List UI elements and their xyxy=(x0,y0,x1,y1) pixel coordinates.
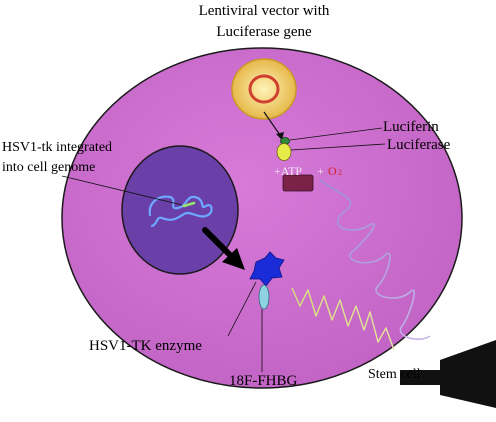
luciferin-leader-line xyxy=(289,127,383,141)
vector-label-line1: Lentiviral vector with xyxy=(199,3,330,19)
gamma-emission-wave xyxy=(291,287,395,351)
hsv1-tk-gene-segment xyxy=(182,201,196,208)
atp-box xyxy=(282,174,314,192)
lentiviral-vector xyxy=(231,58,297,120)
cell xyxy=(61,47,463,389)
enzyme-label: HSV1-TK enzyme xyxy=(89,338,202,354)
luciferase-leader-line xyxy=(290,143,386,151)
detector-label-line1: Stem cell xyxy=(368,367,421,382)
o2-label: O xyxy=(328,164,337,178)
dna-strand xyxy=(148,195,213,228)
expression-arrow-shaft xyxy=(202,227,235,260)
vector-plasmid-ring xyxy=(248,74,280,104)
vector-label-line2: Luciferase gene xyxy=(216,24,312,40)
expression-arrowhead xyxy=(222,248,245,270)
hsv1-tk-leader-line xyxy=(61,175,183,206)
atp-label: +ATP xyxy=(274,164,302,178)
vector-to-luciferase-line xyxy=(263,111,281,136)
fhbg-probe xyxy=(258,284,270,310)
hsv1-tk-label-line1: HSV1-tk integrated xyxy=(2,140,112,155)
probe-label: 18F-FHBG xyxy=(229,373,298,389)
stem-cell-detector xyxy=(400,340,496,408)
hsv1-tk-enzyme xyxy=(249,251,285,287)
plus-label: + xyxy=(317,164,324,178)
luciferin-label: Luciferin xyxy=(383,119,439,135)
nucleus xyxy=(121,145,239,275)
o2-subscript: 2 xyxy=(338,168,342,177)
luciferase-label: Luciferase xyxy=(387,137,451,153)
detector-label-line2: detector xyxy=(368,387,413,402)
luciferase-molecule xyxy=(276,143,292,161)
enzyme-leader-line xyxy=(227,281,257,337)
light-emission-wave xyxy=(319,179,431,341)
hsv1-tk-label-line2: into cell genome xyxy=(2,160,95,175)
